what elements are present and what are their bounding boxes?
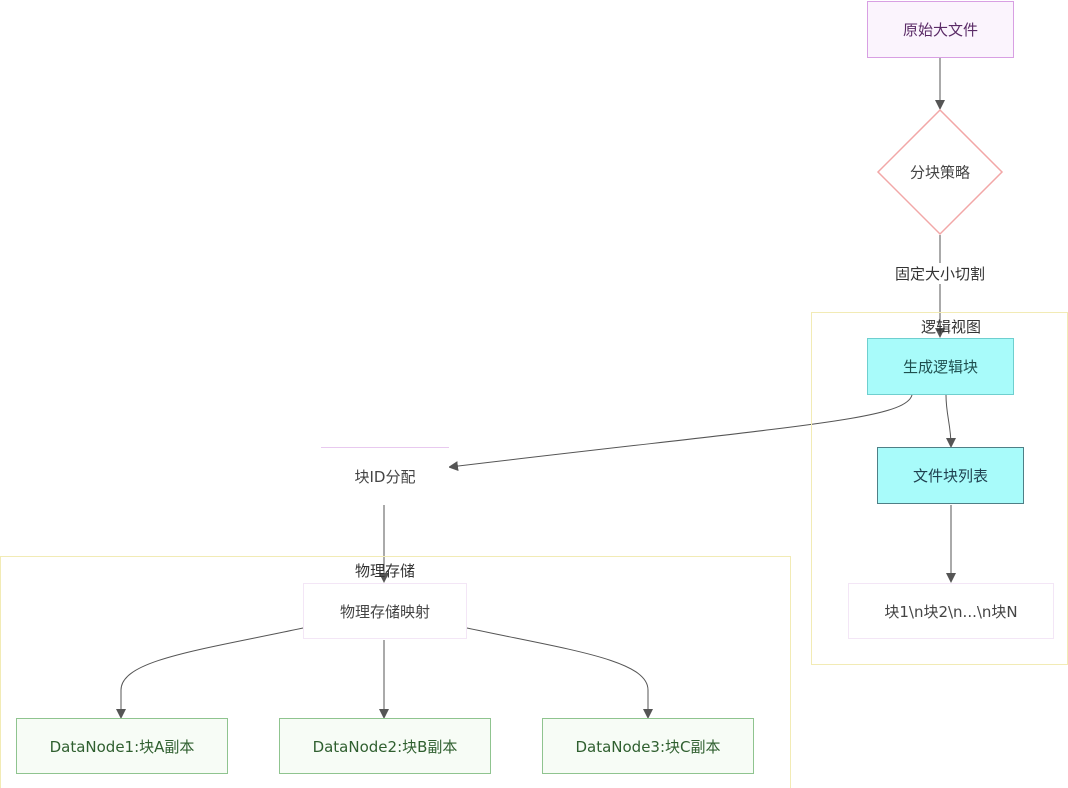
node-block-id-alloc: 块ID分配 [321, 447, 449, 504]
node-source-file: 原始大文件 [867, 1, 1014, 58]
node-block-items: 块1\n块2\n...\n块N [848, 583, 1054, 639]
edge-mapping-to-dn1 [116, 627, 304, 719]
edge-logical-to-blockid [448, 394, 913, 472]
edge-mapping-to-dn3 [466, 627, 653, 719]
cluster-physical-storage-label: 物理存储 [354, 562, 416, 580]
chunk-strategy-diamond [876, 108, 1004, 236]
node-datanode3: DataNode3:块C副本 [542, 718, 754, 774]
cluster-logical-view-label: 逻辑视图 [920, 318, 982, 336]
node-chunk-strategy-label: 分块策略 [909, 163, 971, 182]
node-datanode2: DataNode2:块B副本 [279, 718, 491, 774]
node-file-block-list: 文件块列表 [877, 447, 1024, 504]
cluster-physical-storage [0, 556, 791, 788]
node-physical-mapping: 物理存储映射 [303, 583, 467, 639]
edge-logical-to-list [945, 394, 956, 448]
node-datanode1: DataNode1:块A副本 [16, 718, 228, 774]
node-generate-logical-blocks: 生成逻辑块 [867, 338, 1014, 395]
edge-label-fixed-size-cut: 固定大小切割 [894, 263, 986, 284]
